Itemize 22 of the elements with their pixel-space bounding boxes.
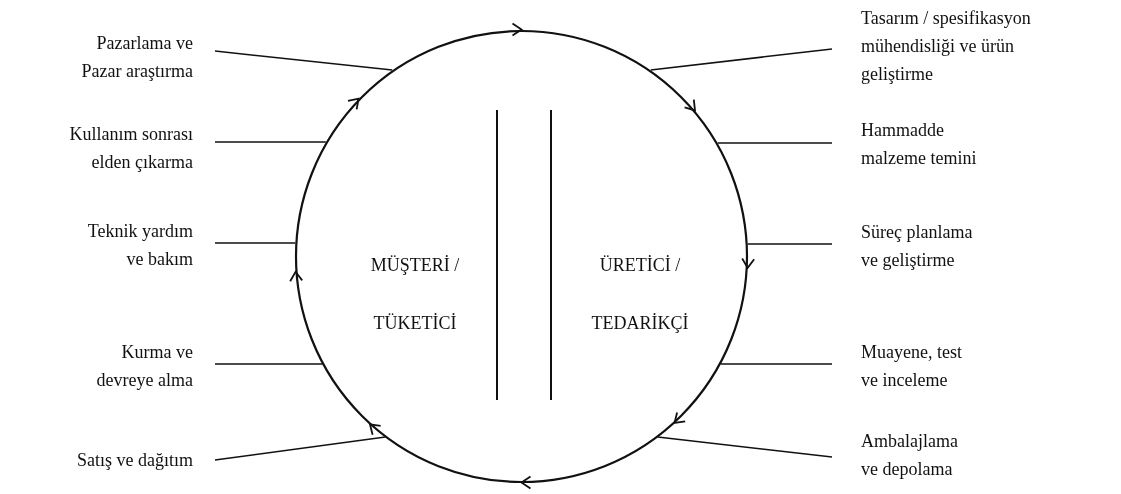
leader-line (746, 243, 833, 245)
leader-line (719, 363, 833, 365)
region-label: ÜRETİCİ / TEDARİKÇİ (590, 253, 690, 335)
region-label: MÜŞTERİ / TÜKETİCİ (369, 253, 461, 335)
stage-label: Satış ve dağıtım (77, 450, 193, 470)
leader-line (214, 363, 324, 365)
stage-label: Teknik yardım ve bakım (87, 221, 193, 269)
stage-label: Kullanım sonrası elden çıkarma (69, 124, 193, 172)
leader-line (656, 436, 833, 458)
leader-line (214, 436, 387, 461)
leader-line (214, 242, 297, 244)
leader-line (650, 48, 833, 71)
leader-line (214, 50, 393, 71)
stage-label: Pazarlama ve Pazar araştırma (81, 33, 193, 81)
stage-label: Ambalajlama ve depolama (861, 431, 958, 479)
stage-label: Süreç planlama ve geliştirme (861, 222, 973, 270)
stage-label: Tasarım / spesifikasyon mühendisliği ve ürün geliştirme (861, 8, 1031, 84)
leader-line (717, 142, 833, 144)
stage-label: Hammadde malzeme temini (861, 120, 977, 168)
stage-label: Kurma ve devreye alma (96, 342, 193, 390)
leader-line (214, 141, 327, 143)
stage-label: Muayene, test ve inceleme (861, 342, 962, 390)
